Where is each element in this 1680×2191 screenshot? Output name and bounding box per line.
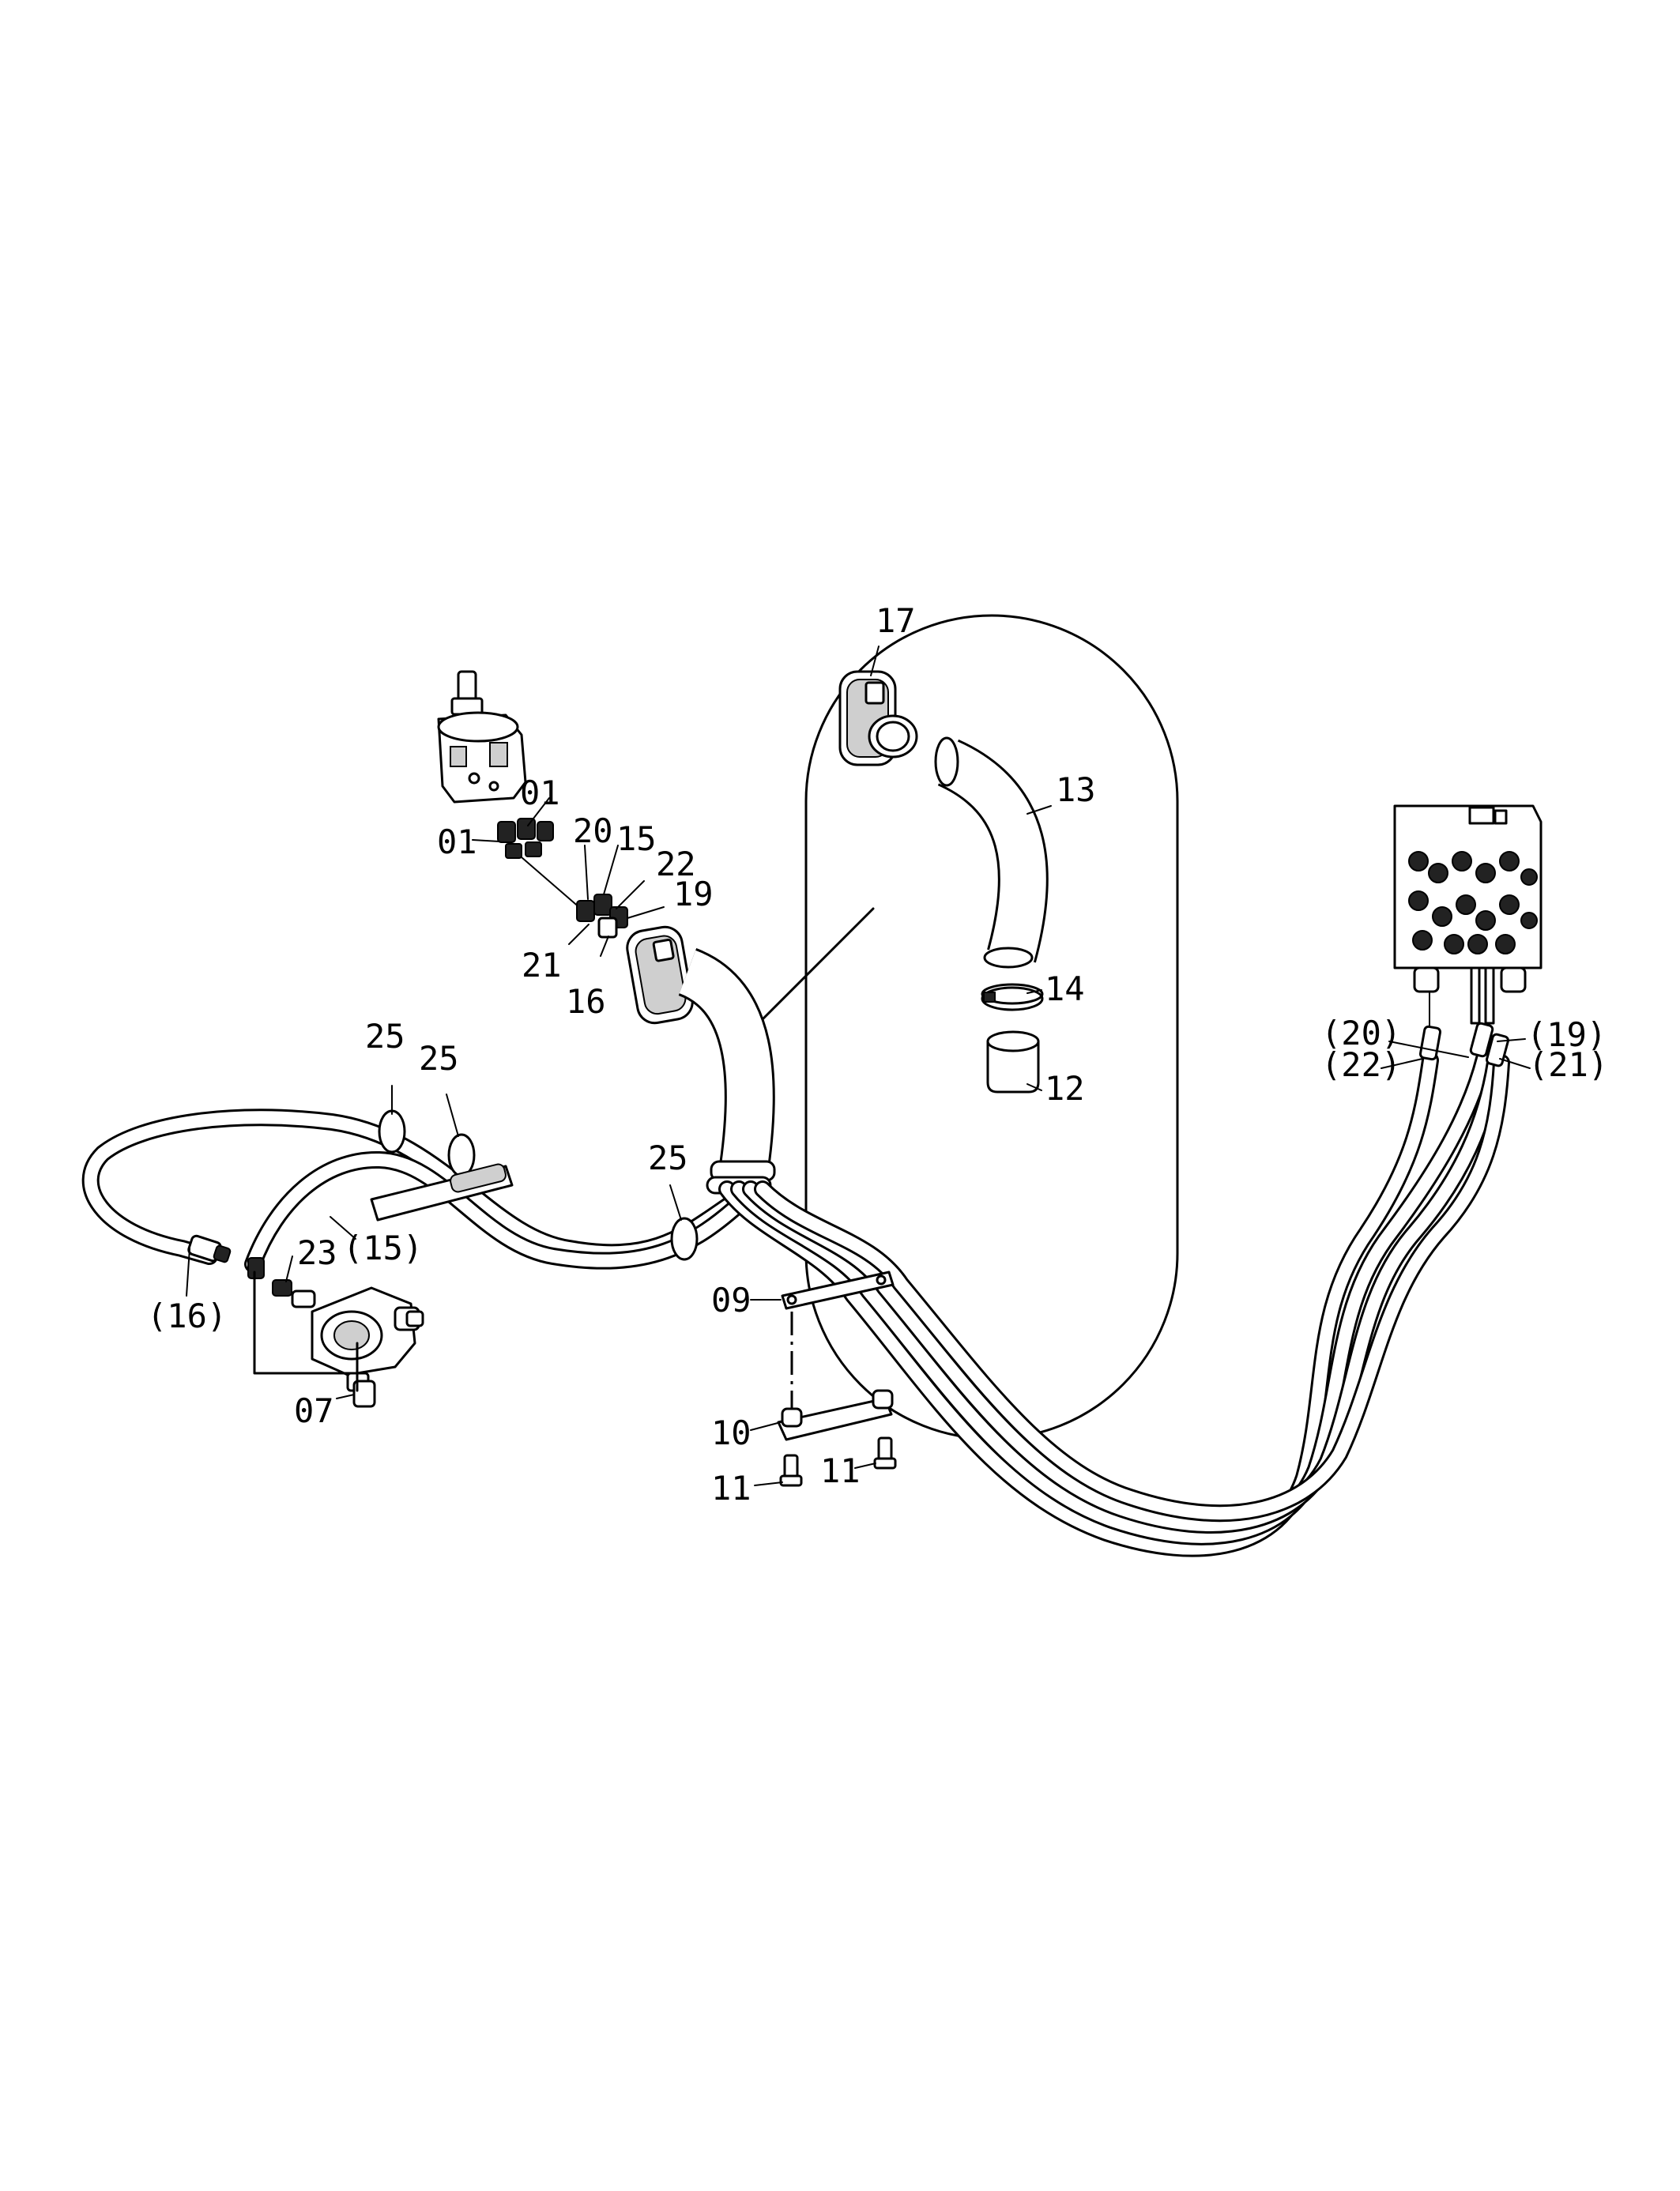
callout-label-25-right: 25 <box>648 1139 688 1177</box>
end-cap-part-12 <box>986 1030 1040 1094</box>
bracket-plate <box>370 1163 514 1222</box>
hose-clamp-part-14 <box>981 983 1044 1011</box>
callout-label-22: 22 <box>656 845 696 883</box>
fittings-part-01 <box>497 818 554 859</box>
callout-label-23: 23 <box>297 1233 337 1272</box>
detail-pointer-line <box>753 907 875 1029</box>
hose-bundle-left <box>81 1109 751 1279</box>
callout-label-15-ref: (15) <box>343 1229 423 1267</box>
grommet-mounted <box>626 925 694 1025</box>
valve-ports <box>1408 851 1538 954</box>
callout-label-16-ref: (16) <box>147 1297 227 1335</box>
callout-label-19: 19 <box>673 875 714 913</box>
callout-label-17: 17 <box>876 601 916 640</box>
callout-label-14: 14 <box>1045 969 1085 1008</box>
callout-label-11-left: 11 <box>711 1469 751 1508</box>
callout-label-21: 21 <box>522 946 562 984</box>
fitting-part-23 <box>272 1279 292 1297</box>
main-bent-hose <box>677 948 776 1195</box>
callout-label-22-ref: (22) <box>1321 1045 1401 1084</box>
callout-label-16: 16 <box>566 982 606 1021</box>
grommet-part-17 <box>838 670 918 766</box>
motor-assembly <box>437 670 527 804</box>
callout-label-25-middle: 25 <box>419 1039 459 1078</box>
callout-label-07: 07 <box>294 1391 334 1430</box>
bent-hose-part-13 <box>934 736 1049 969</box>
bracket-part-10 <box>777 1389 894 1441</box>
leader-lines <box>186 646 1531 1486</box>
detail-callout <box>753 614 1179 1440</box>
callout-label-21-ref: (21) <box>1528 1045 1608 1084</box>
hose-clamp-part-25 <box>378 1109 699 1261</box>
fittings-cluster-15-19-20-21-22 <box>576 894 628 939</box>
callout-label-19-ref: (19) <box>1527 1015 1607 1054</box>
callout-label-01-upper: 01 <box>520 774 560 812</box>
callout-label-10: 10 <box>711 1414 751 1452</box>
callout-label-20: 20 <box>573 811 613 850</box>
callout-label-25-left: 25 <box>365 1017 405 1056</box>
callout-labels: 01 01 20 15 22 19 21 16 17 13 14 12 25 2… <box>147 601 1608 1508</box>
callout-label-13: 13 <box>1056 770 1096 809</box>
callout-label-12: 12 <box>1045 1069 1085 1108</box>
callout-label-20-ref: (20) <box>1321 1014 1401 1052</box>
bracket-part-09 <box>781 1271 895 1310</box>
callout-label-01-left: 01 <box>437 823 477 861</box>
fitting-part-07 <box>352 1380 376 1408</box>
callout-label-15: 15 <box>616 819 657 858</box>
callout-label-11-right: 11 <box>820 1451 861 1490</box>
control-valve-block <box>1393 804 1543 1028</box>
bolt-part-11 <box>779 1436 897 1487</box>
callout-label-09: 09 <box>711 1281 751 1319</box>
